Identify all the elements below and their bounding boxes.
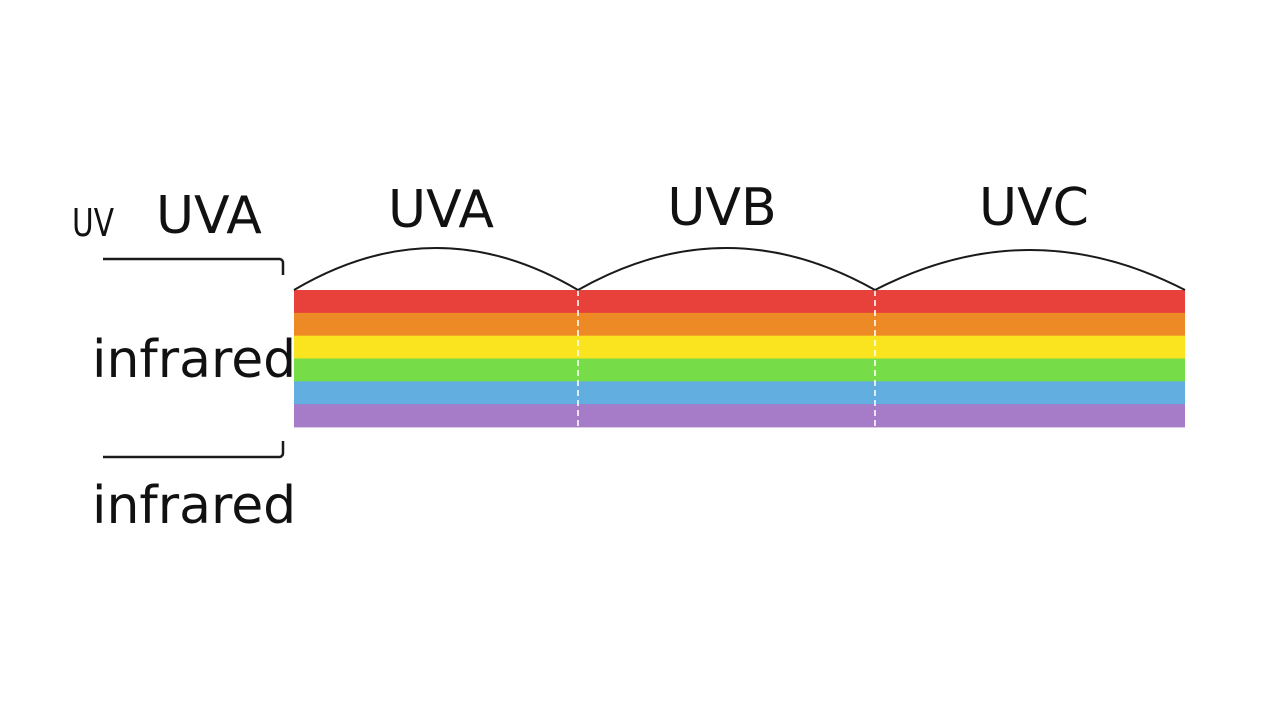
stripe-5 <box>294 381 1185 405</box>
stripe-1 <box>294 290 1185 314</box>
stripe-3 <box>294 335 1185 359</box>
infrared-label-upper: infrared <box>92 330 297 390</box>
stripe-2 <box>294 312 1185 337</box>
bracket-bottom <box>103 441 285 459</box>
bracket-top <box>103 257 285 275</box>
band-label-uva: UVA <box>388 180 494 240</box>
band-label-uvb: UVB <box>667 178 777 238</box>
uva-side-label: UVA <box>156 186 262 246</box>
stripe-6 <box>294 404 1185 428</box>
band-arc-3 <box>874 249 1186 291</box>
band-arc-1 <box>293 247 579 291</box>
infrared-label-lower: infrared <box>92 476 297 536</box>
band-arc-2 <box>577 247 876 291</box>
band-label-uvc: UVC <box>979 178 1089 238</box>
uv-label: UV <box>72 201 114 245</box>
stripe-4 <box>294 358 1185 382</box>
color-stripes <box>294 290 1185 428</box>
